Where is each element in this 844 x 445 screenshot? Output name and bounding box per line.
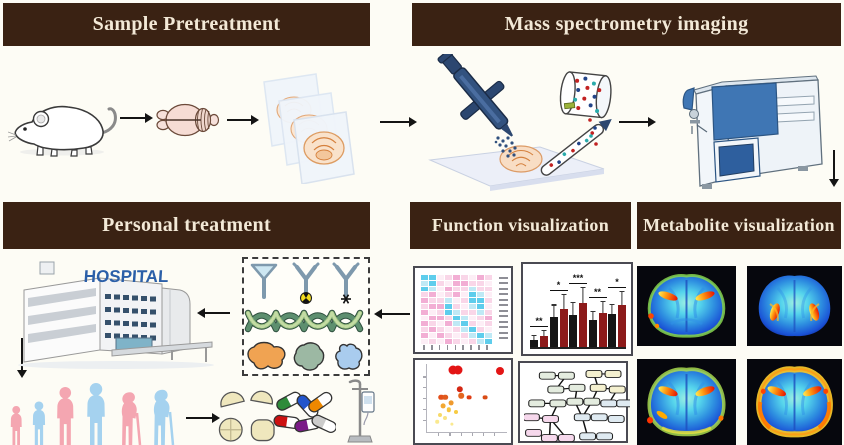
ion-inlet <box>682 87 695 111</box>
tissue-section <box>499 145 543 173</box>
msi-brain-image-1 <box>637 266 736 346</box>
msi-brain-image-4 <box>747 359 842 445</box>
asterisk-label <box>341 294 351 304</box>
bar-chart: ********* <box>521 262 633 356</box>
arrow-biomarkers-to-hospital <box>204 312 230 315</box>
panel-header-mass-spec-imaging: Mass spectrometry imaging <box>412 3 841 46</box>
tablets <box>218 390 275 442</box>
protein-blue <box>335 343 363 370</box>
sprayer-icon <box>437 54 513 137</box>
protein-orange <box>247 341 286 370</box>
hospital-windows <box>105 294 156 341</box>
brain-slides-icon <box>263 73 355 184</box>
panel-header-sample-pretreatment: Sample Pretreatment <box>3 3 370 46</box>
patients-group-icon <box>10 383 175 445</box>
ion-collector-drum <box>559 71 612 119</box>
patient-elderly-blue <box>153 389 170 445</box>
mass-spectrometer-icon <box>682 75 823 189</box>
biomarker-icons <box>244 262 364 371</box>
protein-green <box>293 342 325 371</box>
patient-child-pink <box>10 406 22 445</box>
protein-blobs <box>247 341 363 371</box>
slide-front <box>293 111 355 184</box>
arrow-function-to-biomarkers <box>381 313 410 316</box>
heatmap-chart <box>413 266 513 354</box>
round-tower <box>161 287 191 355</box>
msi-ion-source-scene <box>428 54 612 191</box>
arrow-pretreatment-to-msi <box>380 121 410 124</box>
arrow-patients-to-medication <box>186 417 213 420</box>
patient-adult-pink <box>57 387 74 445</box>
enrichment-scatter-chart <box>413 358 513 445</box>
spray-droplets <box>494 136 517 158</box>
cane <box>168 411 175 445</box>
ion-dots <box>573 76 602 114</box>
arrow-source-to-instrument <box>619 121 649 124</box>
hospital-icon: HOSPITAL <box>18 261 214 369</box>
dna-helix-icon <box>244 309 364 333</box>
inset-panel <box>718 143 755 177</box>
antibody-funnel-icon <box>250 263 278 299</box>
medication-icon <box>218 390 336 442</box>
panel-title: Sample Pretreatment <box>92 13 281 35</box>
patient-child-blue <box>32 401 46 445</box>
arrow-mouse-to-brain <box>120 117 146 120</box>
hospital-sign: HOSPITAL <box>83 267 169 286</box>
front-blue-panel <box>711 82 779 141</box>
panel-header-personal-treatment: Personal treatment <box>3 202 370 249</box>
pathway-network-chart <box>518 361 630 443</box>
capsules <box>273 391 336 433</box>
arrow-brain-to-slides <box>227 119 252 122</box>
antibody-radiolabel-icon <box>292 262 320 305</box>
antibody-fluorolabel-icon <box>332 262 360 304</box>
panel-header-function-visualization: Function visualization <box>410 202 631 249</box>
panel-title: Mass spectrometry imaging <box>504 13 749 35</box>
cane <box>135 412 142 445</box>
mouse-brain-icon <box>156 103 220 137</box>
mouse-icon <box>8 105 117 157</box>
iv-drip-icon <box>347 379 375 443</box>
panel-title: Personal treatment <box>102 214 271 236</box>
arrow-hospital-to-patients <box>21 338 24 371</box>
panel-header-metabolite-visualization: Metabolite visualization <box>637 202 841 249</box>
falling-ions <box>588 118 598 146</box>
transfer-capillary <box>540 119 612 176</box>
msi-brain-image-2 <box>747 266 842 346</box>
biomarker-panel <box>242 257 370 376</box>
patient-elderly-pink <box>121 392 137 445</box>
msi-brain-image-3 <box>637 359 736 445</box>
panel-title: Metabolite visualization <box>643 215 835 235</box>
patient-adult-blue <box>87 383 105 445</box>
arrow-msi-to-metabolite <box>833 150 836 180</box>
sample-stage-edge <box>490 169 604 191</box>
panel-title: Function visualization <box>431 215 610 235</box>
